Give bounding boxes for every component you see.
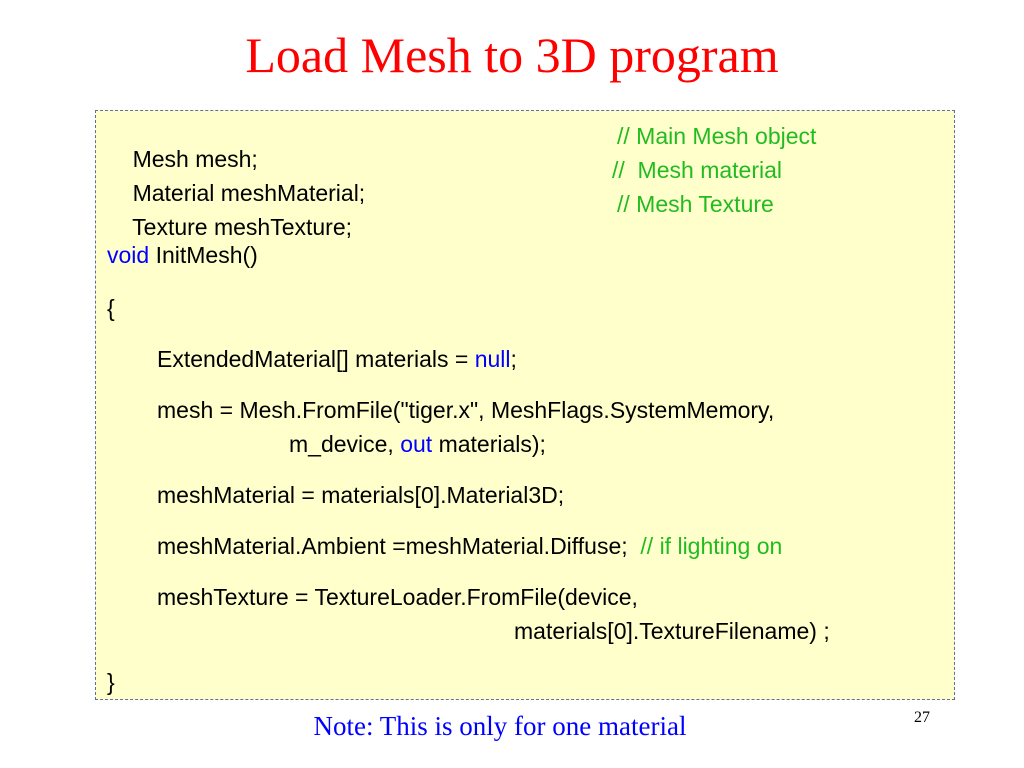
code-keyword: null [474,346,511,372]
code-text: Texture meshTexture; [132,214,353,240]
code-comment: // if lighting on [627,533,783,559]
code-text: InitMesh() [149,242,258,268]
code-comment: // Mesh Texture [617,191,774,217]
code-line-texture-load-cont: materials[0].TextureFilename) ; [514,618,830,644]
code-line-texture-decl: Texture meshTexture; // Mesh Texture [107,193,774,285]
code-line-ambient-assign: meshMaterial.Ambient =meshMaterial.Diffu… [157,535,782,558]
code-block: Mesh mesh; // Main Mesh object Material … [95,110,955,700]
page-number: 27 [914,709,930,726]
code-text: m_device, [289,431,401,457]
code-line-close-brace: } [107,669,115,695]
code-text: meshMaterial.Ambient =meshMaterial.Diffu… [157,533,628,559]
slide-note: Note: This is only for one material [313,711,687,741]
code-text: materials); [432,431,546,457]
code-text: Mesh mesh; [132,146,258,172]
code-line-mesh-fromfile-cont: m_device, out materials); [289,433,546,456]
code-line-texture-load: meshTexture = TextureLoader.FromFile(dev… [157,584,638,610]
code-line-material-decl: Material meshMaterial; // Mesh material [107,159,782,251]
code-line-mesh-material-assign: meshMaterial = materials[0].Material3D; [157,482,565,508]
code-line-mesh-decl: Mesh mesh; // Main Mesh object [107,125,817,217]
code-line-open-brace: { [107,295,115,321]
code-comment: // Main Mesh object [617,123,817,149]
code-keyword: void [107,242,150,268]
slide-title: Load Mesh to 3D program [245,27,779,83]
code-line-materials-decl: ExtendedMaterial[] materials = null; [157,348,517,371]
code-line-initmesh-signature: void InitMesh() [107,244,258,267]
code-keyword: out [400,431,433,457]
code-comment: // Mesh material [612,157,782,183]
code-text: Material meshMaterial; [132,180,366,206]
code-text: ExtendedMaterial[] materials = [157,346,475,372]
code-line-mesh-fromfile: mesh = Mesh.FromFile("tiger.x", MeshFlag… [157,397,775,423]
code-text: ; [510,346,517,372]
